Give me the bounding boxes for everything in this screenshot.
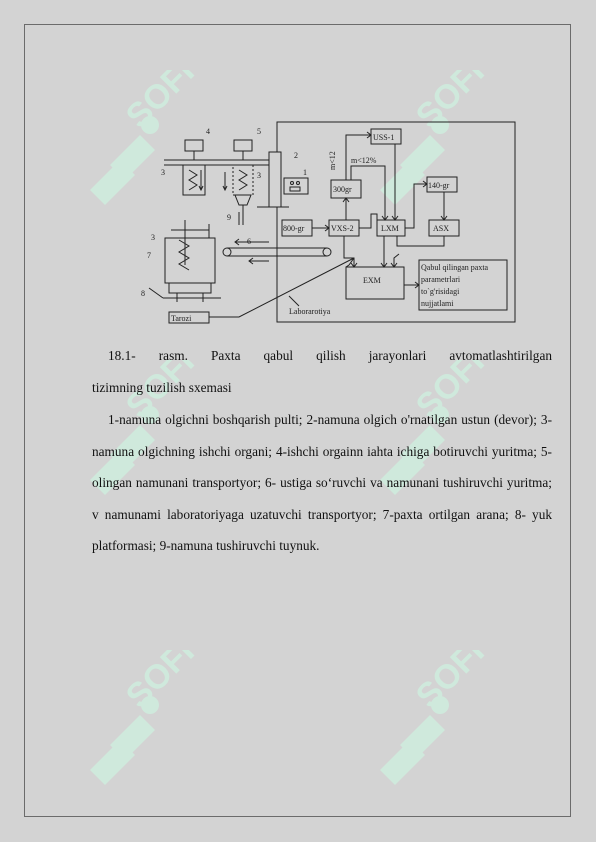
label-laboratory: Laborarotiya [289, 307, 331, 316]
cotton-trailer-7 [164, 237, 216, 284]
label-3c: 3 [151, 233, 155, 242]
laboratory-frame [276, 121, 516, 323]
process-schematic-figure: 4 5 2 1 3 3 9 3 6 7 8 Tarozi USS-1 m<12 … [141, 121, 516, 324]
label-300gr: 300gr [333, 185, 352, 194]
label-lxm: LXM [381, 224, 399, 233]
label-uss-1: USS-1 [373, 133, 394, 142]
label-exm: EXM [363, 276, 381, 285]
document-page [24, 24, 571, 817]
figure-caption: 18.1- rasm. Paxta qabul qilish jarayonla… [92, 340, 552, 403]
label-vxs-2: VXS-2 [331, 224, 354, 233]
uss-1-block [370, 128, 402, 145]
label-params-line4: nujjatlami [421, 299, 454, 308]
column-2 [268, 151, 282, 208]
label-1: 1 [303, 168, 307, 177]
label-3b: 3 [257, 171, 261, 180]
label-8: 8 [141, 289, 145, 298]
watermark-logo-icon: SOFF [380, 360, 490, 495]
label-6: 6 [247, 237, 251, 246]
label-m12-percent: m<12% [351, 156, 377, 165]
label-asx: ASX [433, 224, 449, 233]
watermark-logo-icon: SOFF [90, 360, 200, 495]
control-panel-1 [283, 177, 309, 195]
watermark-logo-icon: SOFF [90, 70, 200, 205]
transport-5 [233, 139, 253, 152]
svg-text:SOFF: SOFF [119, 650, 200, 716]
svg-text:SOFF: SOFF [409, 650, 490, 716]
watermark-logo-icon: SOFF [380, 650, 490, 785]
label-4: 4 [206, 127, 210, 136]
legend-paragraph: 1-namuna olgichni boshqarish pulti; 2-na… [92, 412, 552, 553]
label-5: 5 [257, 127, 261, 136]
label-7: 7 [147, 251, 151, 260]
drive-4 [184, 139, 204, 152]
label-140gr: 140-gr [428, 181, 450, 190]
label-2: 2 [294, 151, 298, 160]
caption-line-2: tizimning tuzilish sxemasi [92, 379, 232, 395]
watermark-logo-icon: SOFF [90, 650, 200, 785]
label-tarozi: Tarozi [171, 314, 192, 323]
label-3a: 3 [161, 168, 165, 177]
label-800gr: 800-gr [283, 224, 305, 233]
label-params-line2: parametrlari [421, 275, 461, 284]
label-9: 9 [227, 213, 231, 222]
label-m12: m<12 [328, 151, 337, 170]
label-params-line3: to`g'risidagi [421, 287, 460, 296]
caption-line-1: 18.1- rasm. Paxta qabul qilish jarayonla… [108, 348, 552, 363]
exm-block [345, 266, 405, 300]
watermark-logo-icon: SOFF [380, 70, 490, 205]
label-params-line1: Qabul qilingan paxta [421, 263, 489, 272]
